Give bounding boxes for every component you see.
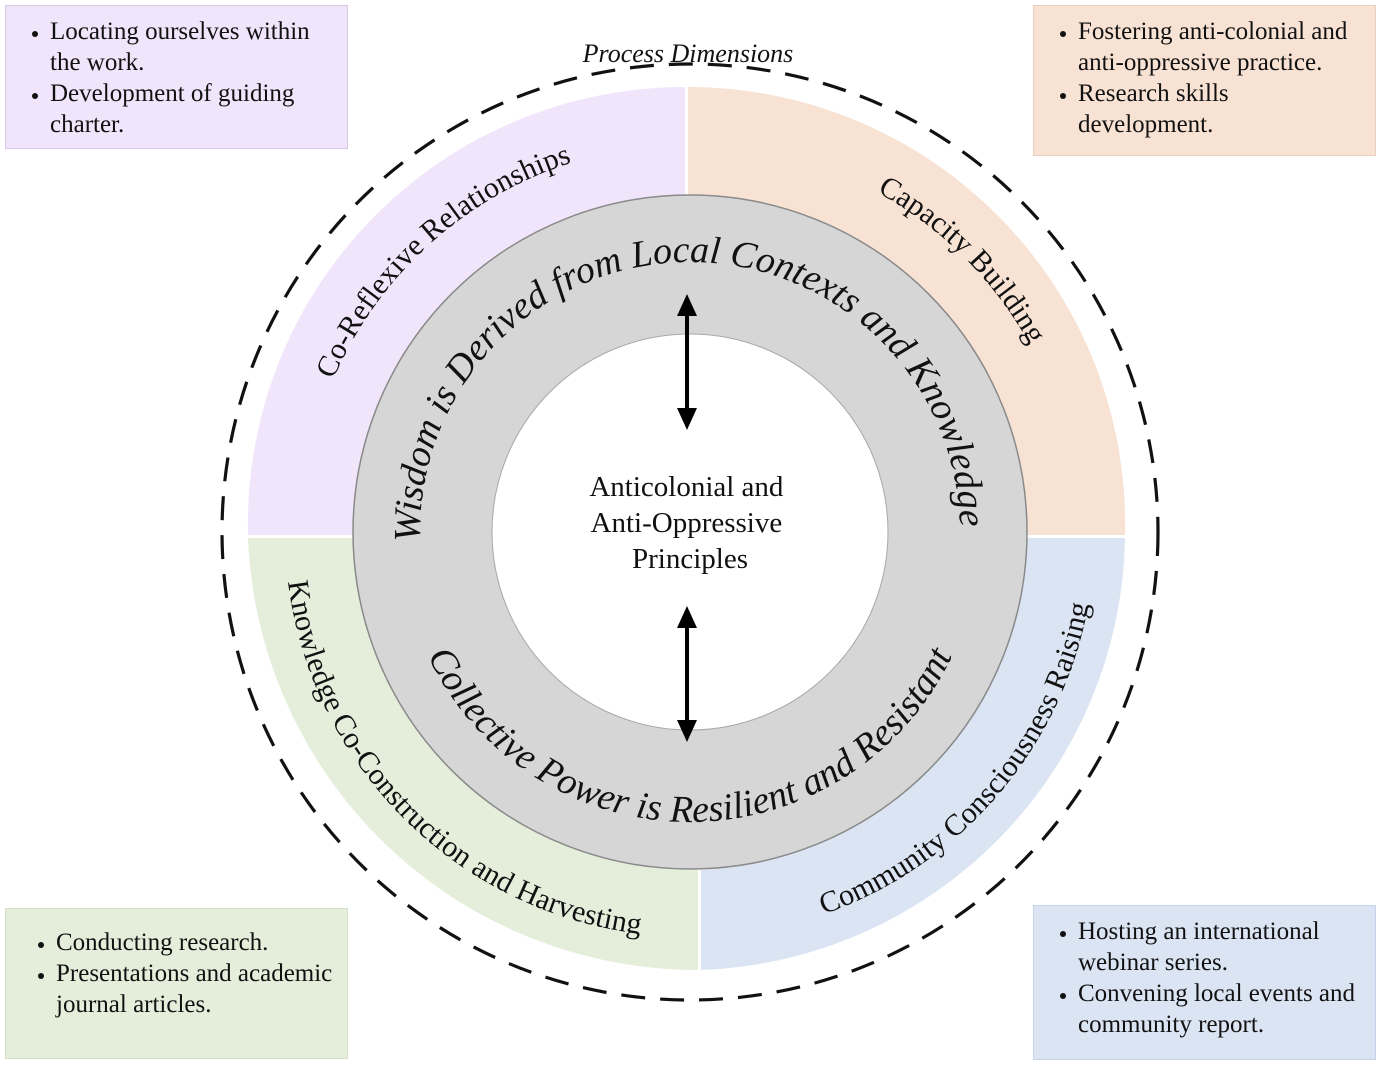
quadrant-tl-wedge — [247, 87, 686, 535]
bullet-item: Conducting research. — [56, 927, 335, 958]
center-line-1: Anticolonial and — [589, 471, 784, 503]
diagram-title: Process Dimensions — [582, 39, 794, 68]
bullet-item: Research skills development. — [1078, 78, 1363, 140]
quadrant-tr-wedge — [688, 86, 1126, 536]
bullet-item: Development of guiding charter. — [50, 78, 335, 140]
quadrant-br-wedge — [701, 538, 1125, 970]
box-community-consciousness: Hosting an international webinar series.… — [1033, 905, 1376, 1060]
center-line-2: Anti-Oppressive — [591, 507, 783, 539]
bullet-item: Locating ourselves within the work. — [50, 16, 335, 78]
bullet-item: Hosting an international webinar series. — [1078, 916, 1363, 978]
arrow-bottom-icon — [677, 606, 697, 742]
box-co-reflexive-relationships: Locating ourselves within the work. Deve… — [5, 5, 348, 149]
arrow-top-icon — [677, 294, 697, 430]
outer-dashed-circle — [220, 62, 1160, 1002]
bullet-item: Presentations and academic journal artic… — [56, 958, 335, 1020]
box-knowledge-co-construction: Conducting research. Presentations and a… — [5, 908, 348, 1059]
center-line-3: Principles — [632, 543, 748, 575]
box-capacity-building: Fostering anti-colonial and anti-oppress… — [1033, 5, 1376, 156]
bullet-item: Fostering anti-colonial and anti-oppress… — [1078, 16, 1363, 78]
quadrant-bl-wedge — [248, 538, 698, 971]
center-text: Anticolonial and Anti-Oppressive Princip… — [589, 471, 790, 575]
bullet-item: Convening local events and community rep… — [1078, 978, 1363, 1040]
